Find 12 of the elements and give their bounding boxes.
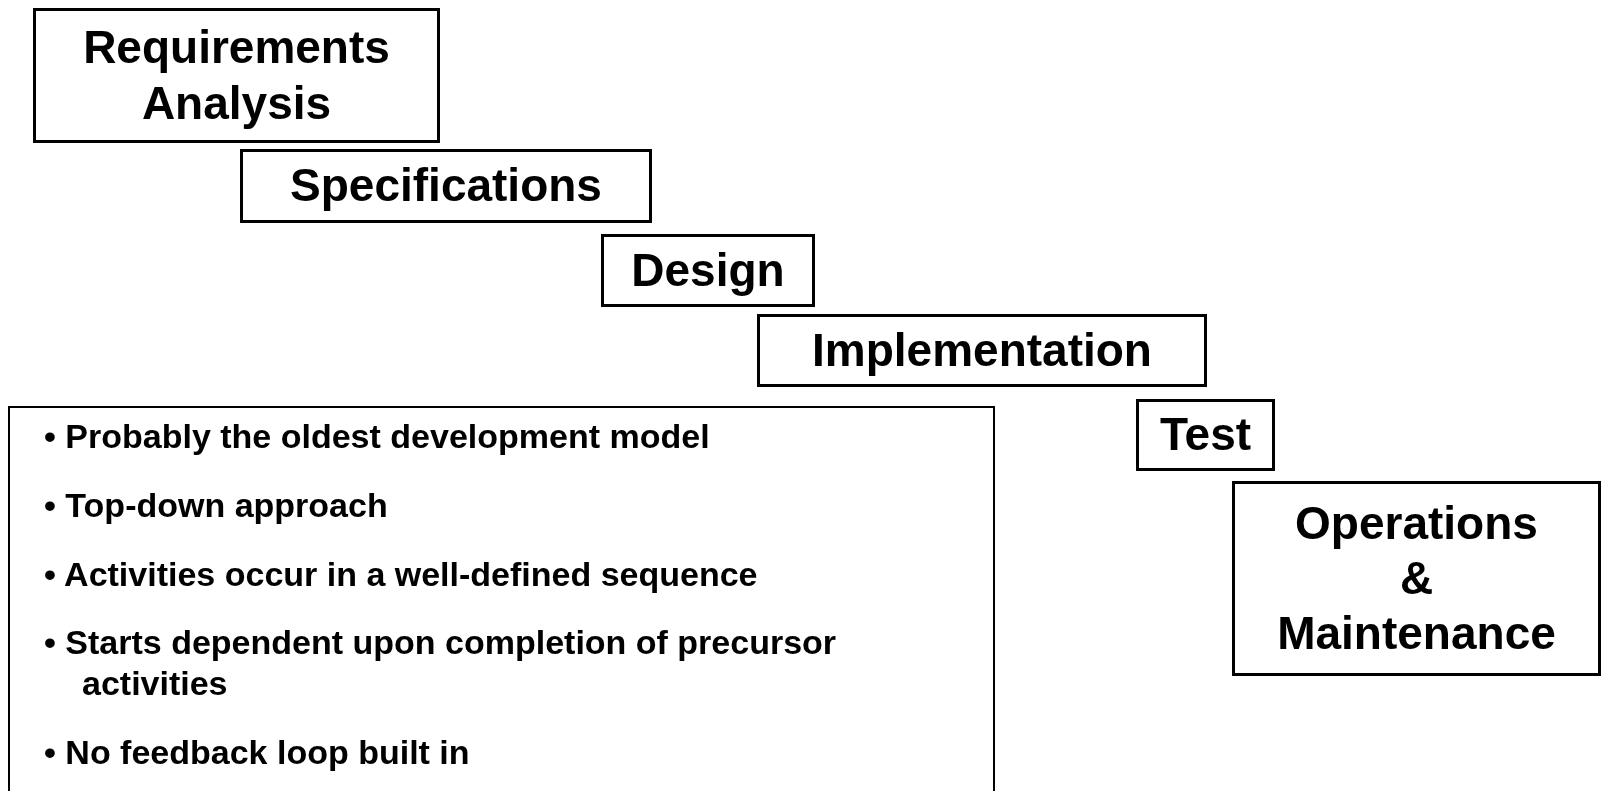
notes-box [8,406,995,791]
phase-box: Design [601,234,815,307]
phase-box: Specifications [240,149,652,223]
phase-box: Operations & Maintenance [1232,481,1601,676]
bullet-item: • Activities occur in a well-defined sequence [44,553,759,595]
phase-box: Requirements Analysis [33,8,440,143]
bullet-item: • Probably the oldest development model [44,416,711,457]
phase-box: Implementation [757,314,1207,387]
bullet-item: • Top-down approach [44,484,389,526]
bullet-item: • Starts dependent upon completion of precursor activities [44,622,838,704]
phase-box: Test [1136,399,1275,471]
bullet-item: • No feedback loop built in [44,732,471,773]
